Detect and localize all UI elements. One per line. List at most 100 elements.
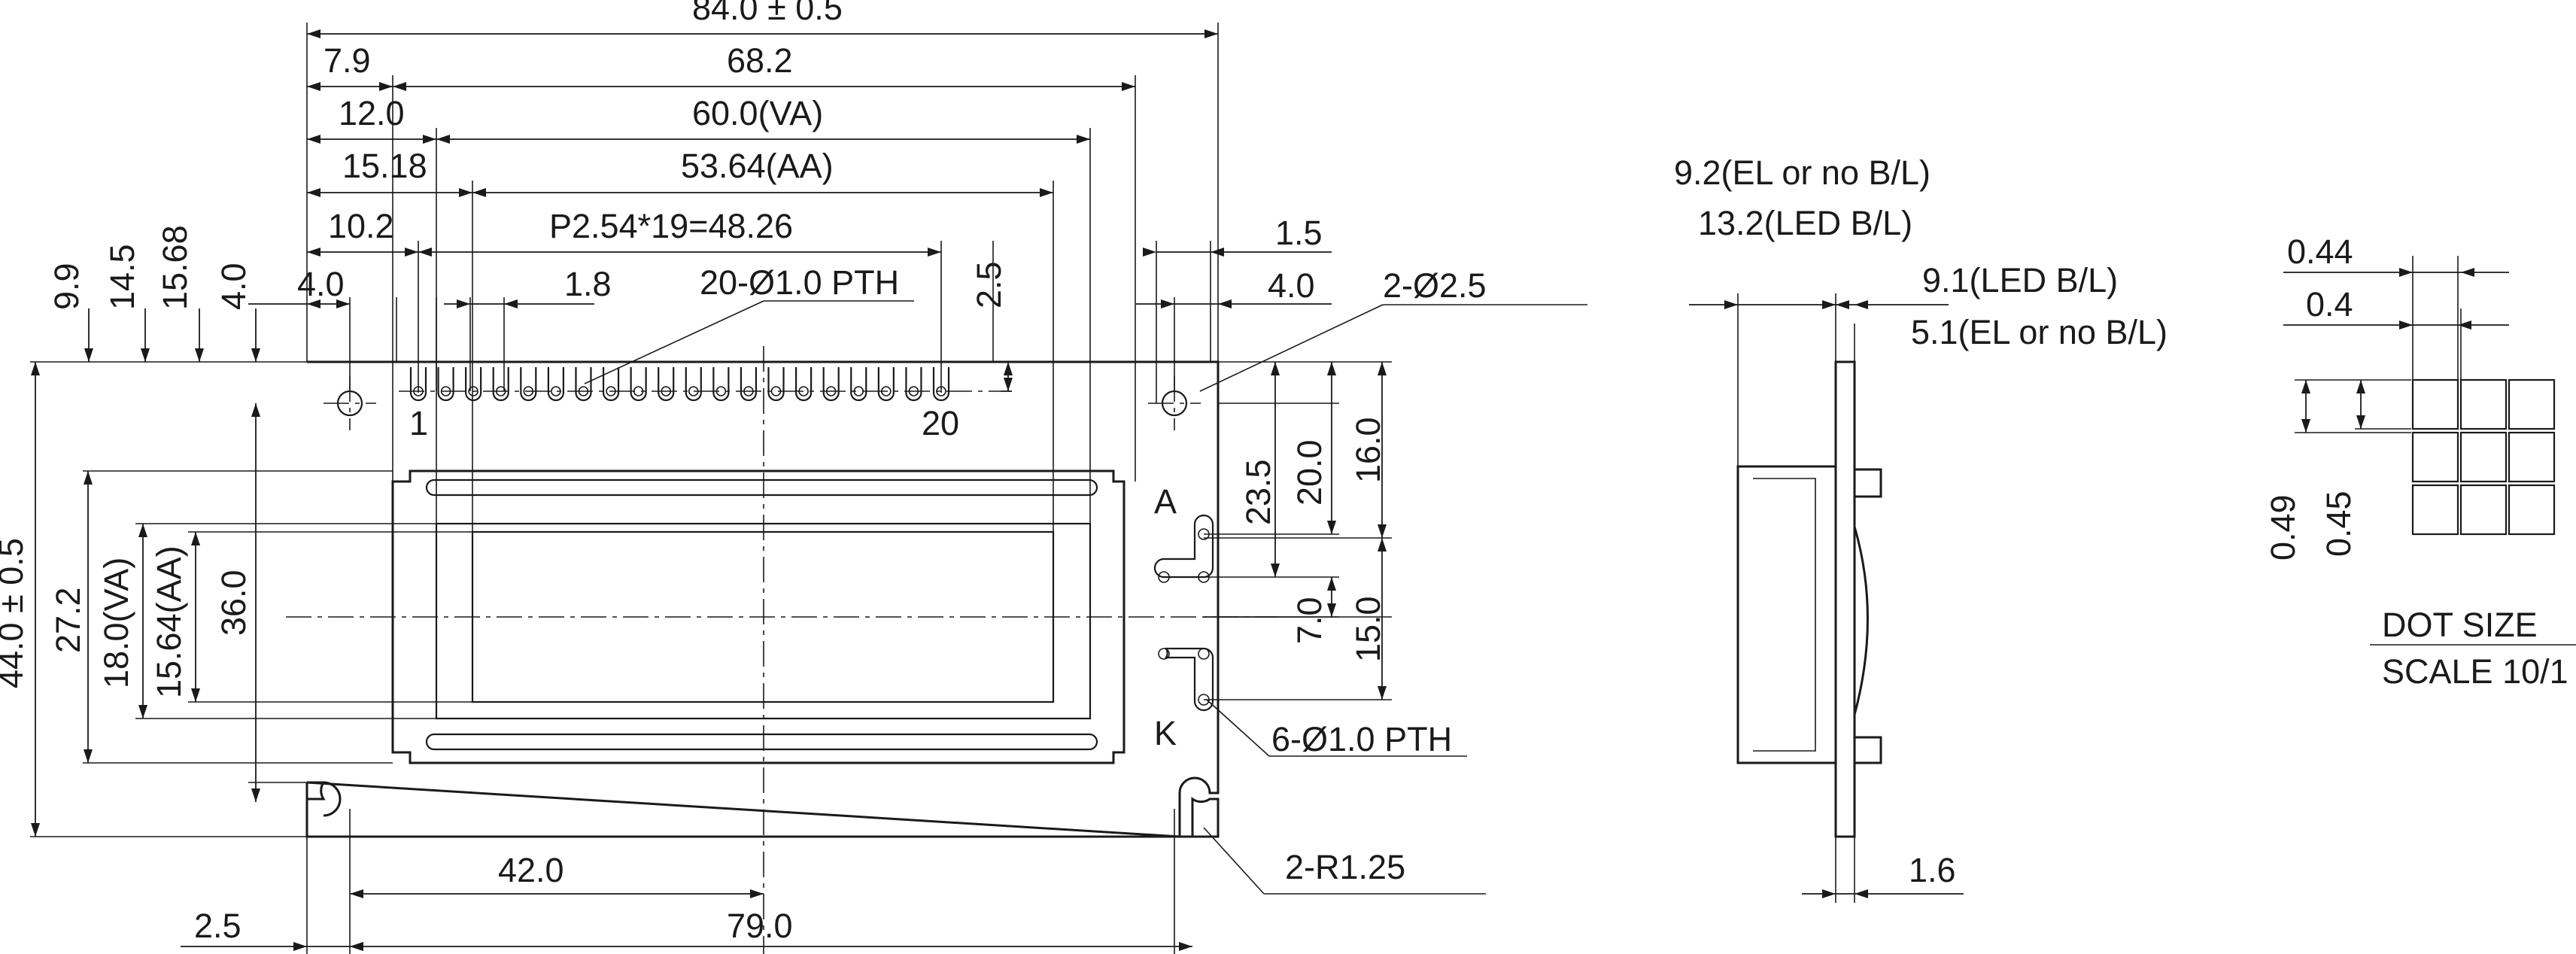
dim-mount-holes: 2-Ø2.5 xyxy=(1383,266,1487,305)
side-el-thickness: 9.2(EL or no B/L) xyxy=(1674,153,1930,192)
side-led-thickness: 13.2(LED B/L) xyxy=(1698,204,1912,242)
pin-hole xyxy=(685,367,702,402)
dim-15-68: 15.68 xyxy=(156,225,194,310)
dim-line-h xyxy=(307,82,393,91)
dim-12-0: 12.0 xyxy=(339,94,405,132)
dim-line-h xyxy=(307,188,472,197)
dim-27-2: 27.2 xyxy=(49,587,87,653)
dim-line-v xyxy=(84,308,93,362)
dim-line-h xyxy=(1136,299,1332,308)
dim-20-0: 20.0 xyxy=(1290,439,1329,506)
dot-pixel xyxy=(2459,431,2508,483)
dim-corner-radius: 2-R1.25 xyxy=(1285,848,1405,886)
pcb-outline xyxy=(305,360,1220,838)
pin-hole xyxy=(492,367,509,402)
pin-hole xyxy=(630,367,647,402)
dim-line-v xyxy=(1327,362,1336,534)
dim-line-v xyxy=(2356,380,2365,429)
leader-lines xyxy=(584,300,1587,895)
side-view xyxy=(1736,293,1882,903)
dim-79-0: 79.0 xyxy=(727,907,793,945)
pin-hole xyxy=(465,367,482,402)
dot-detail-title: DOT SIZE xyxy=(2382,606,2538,644)
pin-hole xyxy=(437,367,454,402)
dim-overall-height: 44.0 ± 0.5 xyxy=(0,538,30,688)
dim-line-h xyxy=(393,82,1135,91)
dim-led-pth: 6-Ø1.0 PTH xyxy=(1271,720,1452,758)
dim-line-v xyxy=(1378,538,1387,700)
dim-4-0-right: 4.0 xyxy=(1268,266,1315,305)
pin-hole xyxy=(850,367,867,402)
vertical-dimensions xyxy=(30,308,2365,837)
dot-pixel xyxy=(2508,484,2556,536)
pin-hole xyxy=(658,367,675,402)
dim-line-h xyxy=(350,942,1192,951)
dim-line-v xyxy=(1378,362,1387,538)
dim-line-h xyxy=(307,135,436,144)
horizontal-dimensions xyxy=(181,29,2509,951)
dim-9-9: 9.9 xyxy=(47,263,86,310)
dim-line-v xyxy=(31,362,40,837)
dot-pixel xyxy=(2459,378,2508,430)
dot-pixel xyxy=(2411,431,2459,483)
dim-36-0: 36.0 xyxy=(214,570,253,636)
dim-10-2: 10.2 xyxy=(328,207,394,245)
anode-label: A xyxy=(1154,482,1177,521)
dim-line-h xyxy=(444,299,594,308)
dim-68-2: 68.2 xyxy=(727,41,793,80)
dim-line-h xyxy=(248,299,350,308)
dim-line-h xyxy=(2283,321,2509,330)
dim-pin-width: 1.8 xyxy=(564,265,612,303)
pin-hole xyxy=(712,367,730,402)
dim-2-5-top: 2.5 xyxy=(970,261,1008,308)
dim-line-v xyxy=(138,524,147,719)
dim-4-0-v: 4.0 xyxy=(214,263,253,310)
dim-aa-height: 15.64(AA) xyxy=(150,545,188,698)
dim-line-v xyxy=(1327,577,1336,617)
dim-line-h xyxy=(1822,300,1949,309)
extension-lines-v xyxy=(30,361,1392,837)
dim-line-h xyxy=(418,248,941,257)
dot-size-h: 0.4 xyxy=(2306,285,2353,324)
bezel-slot-bottom xyxy=(425,733,1098,751)
dim-15-0: 15.0 xyxy=(1349,596,1387,662)
dim-2-5-bottom: 2.5 xyxy=(194,907,242,945)
dim-line-v xyxy=(141,308,150,362)
dot-pixel xyxy=(2411,484,2459,536)
dim-line-h xyxy=(1802,889,1964,898)
pin-hole xyxy=(520,367,537,402)
dim-1-5: 1.5 xyxy=(1275,214,1323,252)
dim-line-v xyxy=(84,471,93,763)
pin-first-label: 1 xyxy=(409,404,428,442)
pin-hole xyxy=(795,367,813,402)
dim-line-v xyxy=(1271,362,1280,577)
dim-line-v xyxy=(195,308,204,362)
dim-4-0-left: 4.0 xyxy=(297,265,345,303)
dim-7-0: 7.0 xyxy=(1290,597,1329,644)
dim-line-v xyxy=(191,532,200,702)
pin-hole xyxy=(822,367,840,402)
dim-line-h xyxy=(307,248,418,257)
dim-line-v xyxy=(1004,362,1013,391)
dim-line-v xyxy=(251,308,260,362)
pin-row xyxy=(399,367,1012,402)
dim-line-h xyxy=(472,188,1053,197)
dim-23-5: 23.5 xyxy=(1239,459,1277,525)
dim-42-0: 42.0 xyxy=(498,851,564,889)
dim-7-9: 7.9 xyxy=(324,41,371,80)
pin-last-label: 20 xyxy=(922,404,959,442)
dim-line-h xyxy=(2283,268,2509,277)
dot-pixel xyxy=(2459,484,2508,536)
side-el-bl: 5.1(EL or no B/L) xyxy=(1911,313,2167,351)
dim-14-5: 14.5 xyxy=(103,244,141,310)
dim-line-h xyxy=(436,135,1090,144)
dim-line-v xyxy=(2301,380,2310,433)
dim-15-18: 15.18 xyxy=(342,147,427,185)
dot-pixel xyxy=(2508,431,2556,483)
side-led-bl: 9.1(LED B/L) xyxy=(1922,261,2118,299)
bezel-slot-top xyxy=(425,479,1098,497)
pin-hole xyxy=(767,367,785,402)
dot-pitch-h: 0.44 xyxy=(2287,232,2353,271)
side-pcb-thickness: 1.6 xyxy=(1909,851,1956,889)
